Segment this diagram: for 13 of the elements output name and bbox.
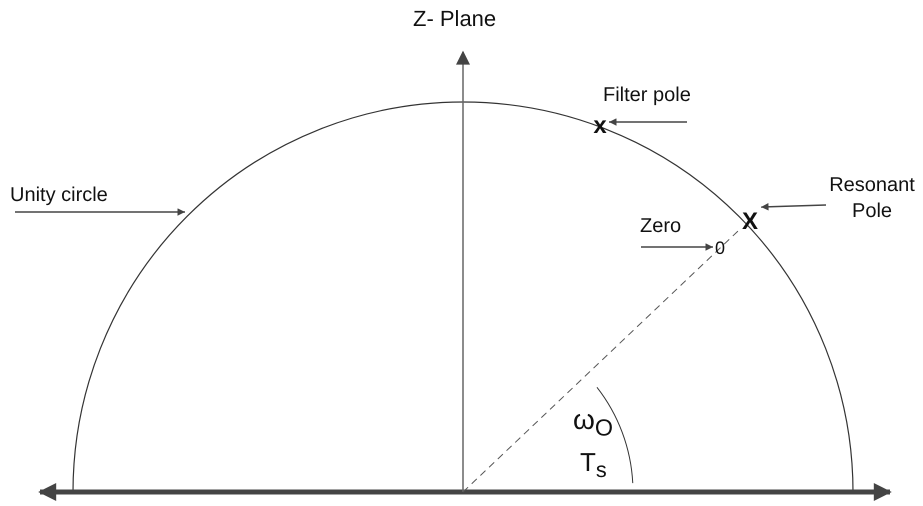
callout-text: Zero (640, 215, 682, 237)
pole-marker: X (742, 208, 758, 235)
angle-label: ω$_{O}$ (573, 405, 614, 442)
zero-marker: 0 (714, 238, 725, 258)
angle-label: T$_{s}$ (580, 448, 607, 482)
callout-text: Resonant Pole (828, 173, 916, 224)
plane-title: Z- Plane (413, 6, 496, 32)
leader-arrow (609, 118, 687, 126)
leader-arrow (15, 208, 185, 216)
leader-arrow (760, 203, 826, 211)
leader-arrow (641, 243, 713, 251)
callout-text: Filter pole (603, 84, 691, 106)
callout-text: Unity circle (10, 184, 108, 206)
